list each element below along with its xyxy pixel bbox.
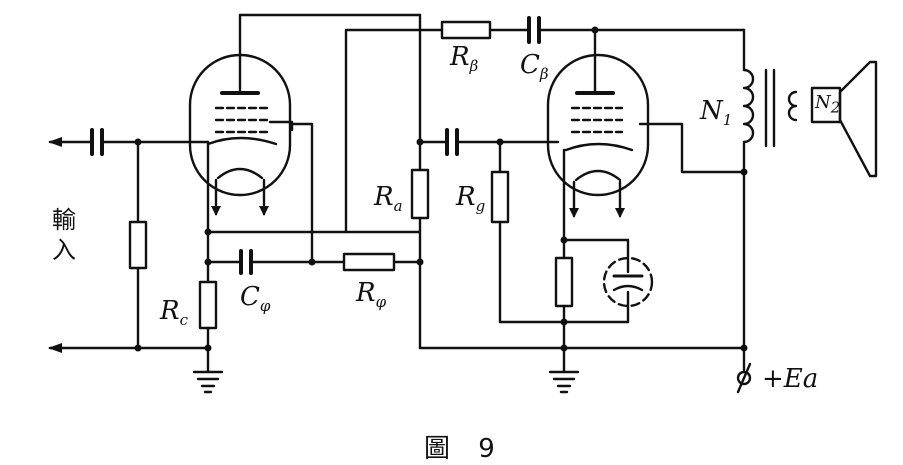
- tube-2: [546, 28, 746, 242]
- r-beta-wire-left: [344, 28, 444, 234]
- input-circuit: [48, 128, 210, 353]
- cathode-circuit-2: [548, 236, 654, 394]
- label-supply: +Ea: [762, 364, 819, 394]
- bypass-cap-outline: [602, 256, 654, 308]
- label-r-phi: Rφ: [356, 278, 387, 312]
- input-arrow-bottom: [48, 343, 62, 353]
- tube-1-screen-wire: [290, 122, 314, 264]
- decoupling-network: [342, 28, 746, 350]
- cathode-circuit-1: [192, 140, 422, 394]
- label-c-phi: Cφ: [240, 282, 271, 316]
- junction: [560, 344, 568, 352]
- feedback-network: [238, 13, 746, 234]
- label-r-beta: Rβ: [450, 42, 479, 76]
- tube-1-cathode: [206, 136, 278, 146]
- figure-caption: 圖 9: [424, 434, 505, 464]
- label-rg: Rg: [456, 182, 486, 216]
- tube-2-screen-wire: [638, 122, 746, 174]
- output-stage: [736, 28, 878, 394]
- coupling-circuit: [418, 128, 630, 324]
- r-phi-resistor: [342, 252, 396, 272]
- label-rc: Rc: [160, 296, 188, 330]
- r-beta-resistor: [440, 20, 492, 40]
- tube-1-heater-arrow-b: [259, 206, 269, 216]
- junction: [740, 344, 748, 352]
- junction: [204, 344, 212, 352]
- input-label-line-1: 輸: [52, 206, 76, 234]
- junction: [560, 318, 568, 326]
- speaker-voice-coil: [787, 90, 798, 122]
- rg-resistor: [490, 170, 510, 224]
- transformer-primary: [742, 68, 755, 144]
- junction: [740, 168, 748, 176]
- tube-1-heater-arrow-a: [211, 206, 221, 216]
- label-ra: Ra: [374, 182, 403, 216]
- input-arrow-top: [48, 137, 62, 147]
- rc-resistor: [198, 280, 218, 330]
- tube-2-heater-arrow-b: [615, 208, 625, 218]
- label-n1: N1: [700, 96, 733, 130]
- rk2-resistor: [554, 256, 574, 308]
- grid-leak-resistor: [128, 220, 148, 270]
- junction: [134, 344, 142, 352]
- bypass-cap-plate-b: [612, 284, 644, 292]
- tube-1-heater: [216, 167, 264, 180]
- tube-1: [188, 13, 314, 264]
- label-n2: N2: [815, 92, 841, 117]
- tube-2-heater-arrow-a: [569, 208, 579, 218]
- tube-2-cathode: [564, 142, 634, 152]
- tube-2-heater: [574, 169, 622, 182]
- tube-1-screen-lead: [268, 120, 294, 132]
- speaker-cone: [838, 60, 878, 178]
- junction: [308, 258, 316, 266]
- ra-resistor: [410, 168, 430, 220]
- input-label-line-2: 入: [52, 236, 76, 264]
- supply-terminal: [736, 370, 752, 386]
- supply-terminal-stroke: [736, 362, 752, 394]
- label-c-beta: Cβ: [520, 50, 549, 84]
